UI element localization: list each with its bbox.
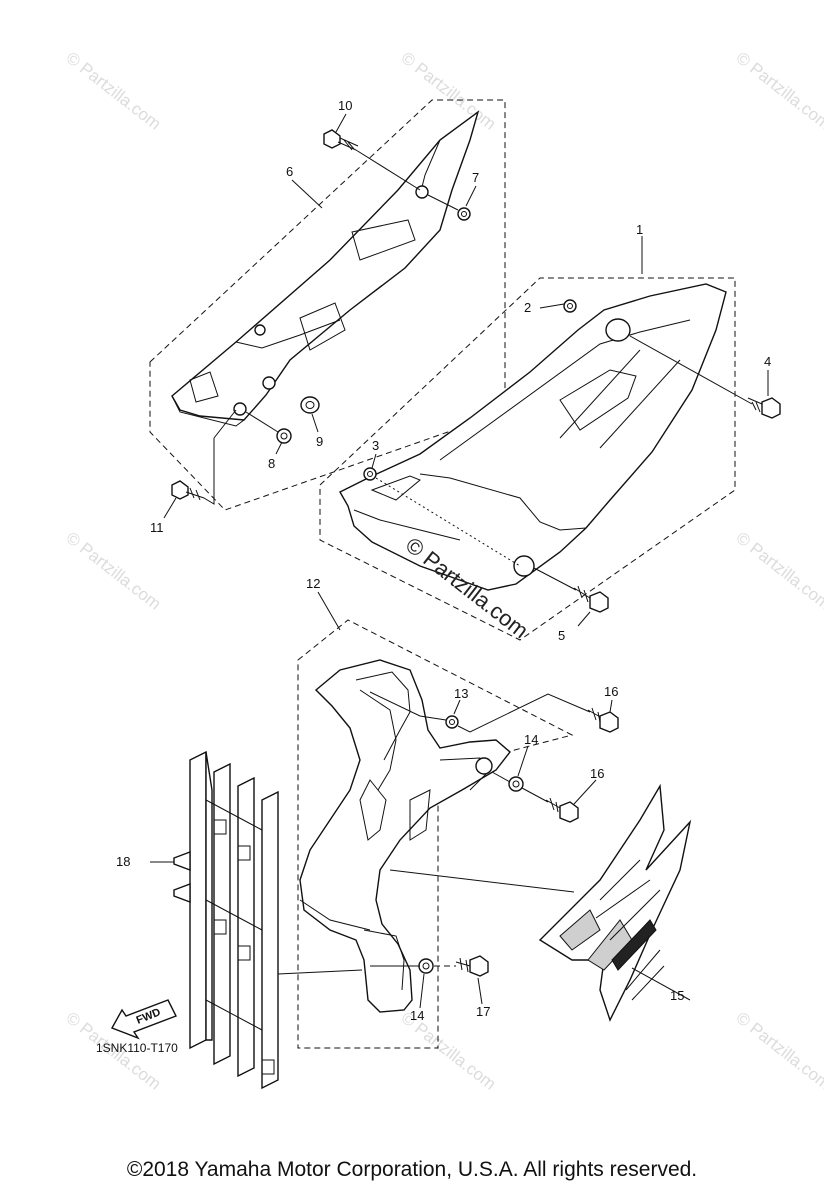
callout-label: 12	[306, 576, 320, 591]
watermark-tile: © Partzilla.com	[63, 48, 165, 134]
part-12-radiator-cover-group	[297, 619, 619, 1049]
callout-label: 4	[764, 354, 771, 369]
callout-label: 2	[524, 300, 531, 315]
callout-label: 11	[150, 520, 164, 535]
callout-label: 17	[476, 1004, 490, 1019]
callout-label: 1	[636, 222, 643, 237]
part-15-decal	[538, 783, 692, 1022]
callout-label: 13	[454, 686, 468, 701]
fwd-arrow: FWD	[110, 999, 177, 1040]
callout-label: 16	[590, 766, 604, 781]
callout-label: 18	[116, 854, 130, 869]
part-6-side-cover-group	[149, 99, 506, 511]
part-1-side-cover-group	[319, 277, 781, 641]
callout-label: 10	[338, 98, 352, 113]
callout-label: 7	[472, 170, 479, 185]
copyright-notice: ©2018 Yamaha Motor Corporation, U.S.A. A…	[126, 1158, 698, 1181]
callout-label: 8	[268, 456, 275, 471]
watermark-tile: © Partzilla.com	[733, 1008, 824, 1094]
watermark-tile: © Partzilla.com	[63, 528, 165, 614]
leader-lines	[163, 113, 769, 1009]
part-18-radiator-louver	[150, 750, 363, 1090]
callout-label: 3	[372, 438, 379, 453]
callout-labels: 1 2 3 4 5 6 7 8 9 10 11 12 13 14 14 15 1…	[116, 98, 771, 1023]
callout-label: 6	[286, 164, 293, 179]
callout-label: 5	[558, 628, 565, 643]
watermark-tile: © Partzilla.com	[733, 48, 824, 134]
watermark-tile: © Partzilla.com	[398, 48, 500, 134]
watermark-tile: © Partzilla.com	[733, 528, 824, 614]
callout-label: 14	[524, 732, 538, 747]
callout-label: 15	[670, 988, 684, 1003]
diagram-reference-code: 1SNK110-T170	[96, 1041, 178, 1055]
callout-label: 16	[604, 684, 618, 699]
callout-label: 9	[316, 434, 323, 449]
callout-label: 14	[410, 1008, 424, 1023]
